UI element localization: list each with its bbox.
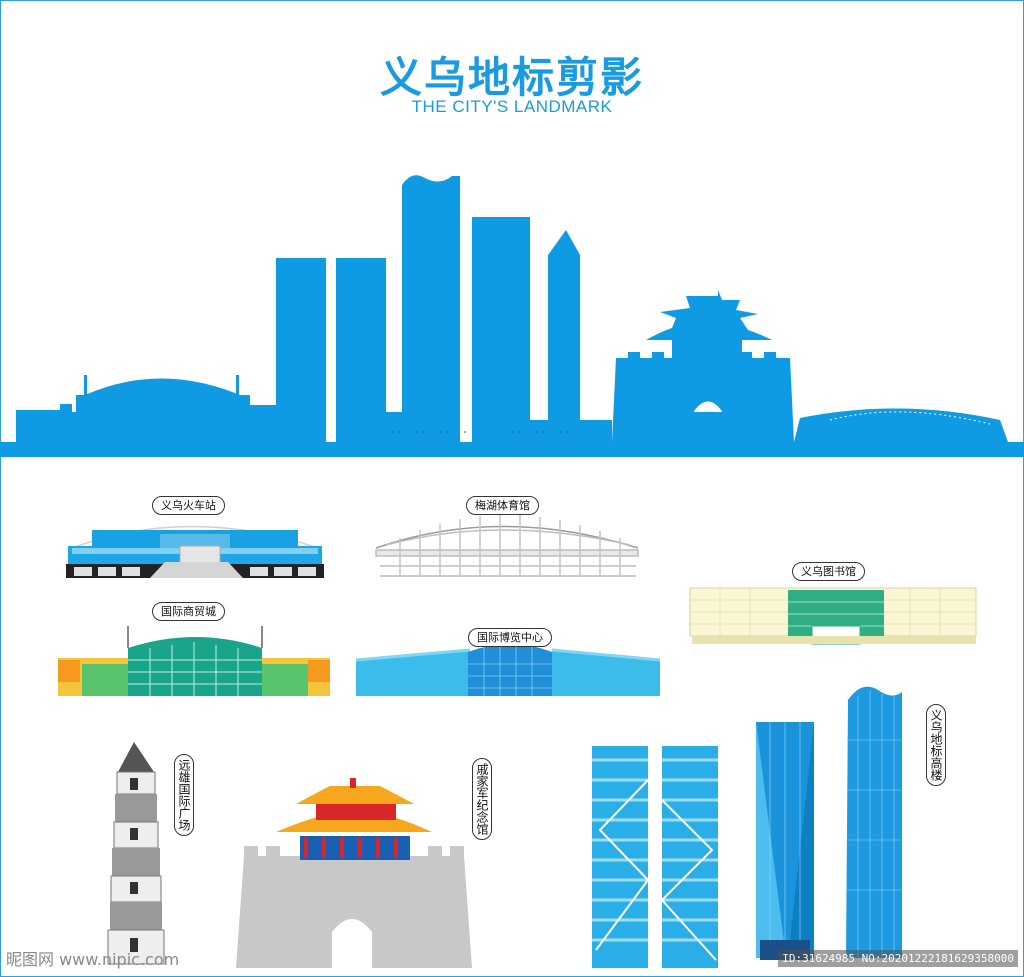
- pagoda-tower: [107, 742, 165, 965]
- expo-center-building: [355, 642, 661, 696]
- tall-landmark-tower: [846, 686, 902, 958]
- train-station-building: [66, 525, 324, 578]
- skyline-details: [392, 401, 991, 433]
- ancient-city-gate: [236, 778, 472, 968]
- label-train-station: 义乌火车站: [152, 496, 225, 515]
- label-yuanxiong-plaza: 远雄国际广场: [174, 754, 194, 836]
- skyline-silhouette: [0, 175, 1024, 457]
- slim-glass-tower: [756, 722, 814, 960]
- label-library: 义乌图书馆: [792, 562, 865, 581]
- library-building: [689, 587, 977, 645]
- label-meihu-stadium: 梅湖体育馆: [466, 496, 539, 515]
- label-expo-center: 国际博览中心: [468, 628, 552, 647]
- label-qijiguang-memorial: 戚家军纪念馆: [472, 758, 492, 840]
- label-trade-city: 国际商贸城: [152, 602, 225, 621]
- twin-towers: [592, 746, 718, 968]
- page-subtitle: THE CITY'S LANDMARK: [411, 97, 613, 116]
- meihu-stadium-building: [375, 515, 639, 577]
- label-landmark-towers: 义乌地标高楼: [926, 704, 946, 786]
- watermark-site: 昵图网 www.nipic.com: [6, 950, 180, 969]
- page-title: 义乌地标剪影: [379, 53, 644, 102]
- trade-city-building: [58, 626, 330, 696]
- watermark-id: ID:31624985 NO:20201222181629358000: [778, 950, 1018, 967]
